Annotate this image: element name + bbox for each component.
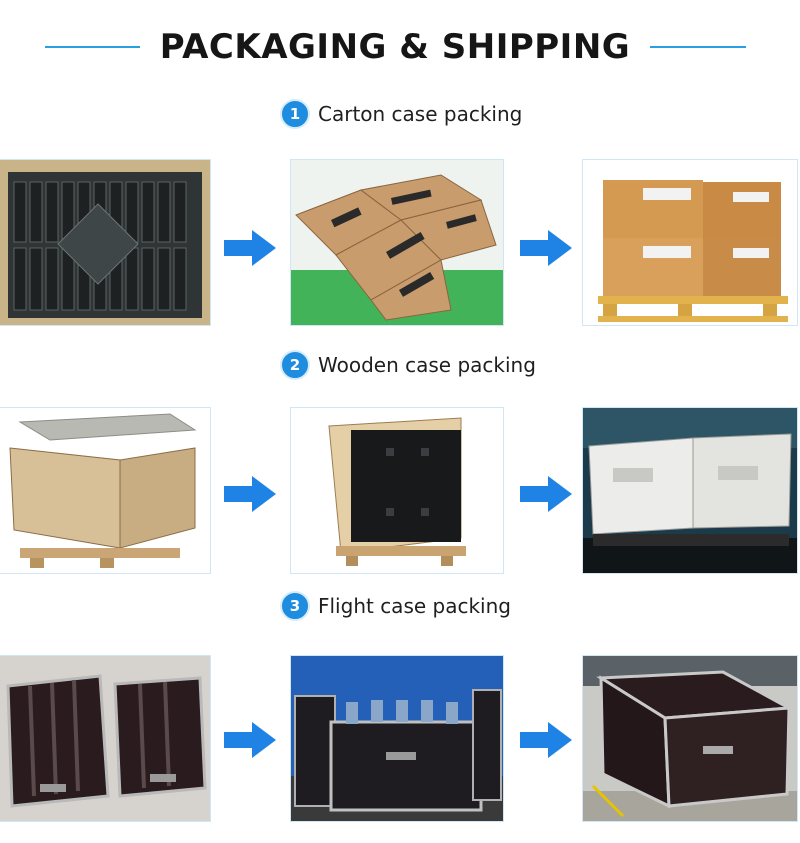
section-number-badge: 3 xyxy=(280,591,310,621)
right-arrow-icon xyxy=(224,476,276,512)
section-heading-wooden: 2 Wooden case packing xyxy=(280,348,536,382)
title-row: PACKAGING & SHIPPING xyxy=(0,22,800,72)
right-arrow-icon xyxy=(224,722,276,758)
title-rule-left xyxy=(45,46,140,48)
right-arrow-icon xyxy=(520,476,572,512)
section-label: Wooden case packing xyxy=(318,353,536,377)
photo-wooden-crates-warehouse xyxy=(583,408,797,573)
photo-flight-case-open xyxy=(0,656,210,821)
page-title: PACKAGING & SHIPPING xyxy=(159,27,631,67)
right-arrow-icon xyxy=(520,722,572,758)
photo-wooden-crate-screen xyxy=(291,408,503,573)
photo-carton-box-dividers xyxy=(291,160,503,325)
section-heading-carton: 1 Carton case packing xyxy=(280,97,522,131)
photo-wooden-crate-open xyxy=(0,408,210,573)
right-arrow-icon xyxy=(520,230,572,266)
section-number-badge: 1 xyxy=(280,99,310,129)
title-rule-right xyxy=(650,46,746,48)
right-arrow-icon xyxy=(224,230,276,266)
section-label: Flight case packing xyxy=(318,594,511,618)
photo-carton-pallet xyxy=(583,160,797,325)
section-label: Carton case packing xyxy=(318,102,523,126)
section-number-badge: 2 xyxy=(280,350,310,380)
section-heading-flight: 3 Flight case packing xyxy=(280,589,511,623)
photo-carton-open-box xyxy=(0,160,210,325)
photo-flight-cases-stacked xyxy=(291,656,503,821)
photo-flight-cases-closed xyxy=(583,656,797,821)
